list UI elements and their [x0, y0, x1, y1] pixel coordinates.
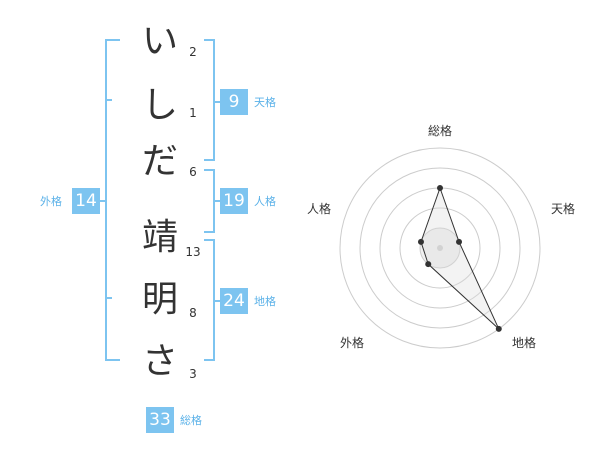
radar-ring: [399, 207, 481, 289]
stroke-count-6: 3: [189, 367, 197, 381]
radar-ring: [359, 167, 521, 329]
soukaku-score-badge: 33: [146, 407, 174, 433]
radar-label-jinkaku: 人格: [307, 202, 332, 216]
radar-center: [437, 245, 443, 251]
radar-point-gaikaku: [425, 261, 432, 268]
jinkaku-label: 人格: [254, 195, 276, 208]
radar-point-jinkaku: [417, 238, 424, 245]
stroke-count-3: 6: [189, 165, 197, 179]
tenkaku-bracket: [204, 39, 215, 161]
radar-points: [417, 185, 502, 332]
radar-label-chikaku: 地格: [512, 336, 537, 350]
name-char-3: だ: [141, 141, 178, 182]
tenkaku-label: 天格: [254, 96, 276, 109]
radar-point-chikaku: [495, 325, 502, 332]
stroke-count-2: 1: [189, 106, 197, 120]
name-char-2: し: [141, 85, 178, 126]
name-char-4: 靖: [141, 217, 178, 258]
radar-polygon: [420, 186, 500, 330]
gaikaku-score-badge: 14: [72, 188, 100, 214]
chikaku-score-badge: 24: [220, 288, 248, 314]
name-char-1: い: [141, 21, 178, 62]
stroke-count-4: 13: [185, 245, 201, 259]
radar-label-gaikaku: 外格: [340, 336, 365, 350]
name-char-6: さ: [141, 341, 178, 382]
chikaku-label: 地格: [254, 295, 276, 308]
radar-point-soukaku: [437, 185, 443, 191]
gaikaku-label: 外格: [40, 195, 62, 208]
jinkaku-score-badge: 19: [220, 188, 248, 214]
name-char-5: 明: [141, 279, 178, 320]
radar-point-tenkaku: [456, 238, 463, 245]
tenkaku-score-badge: 9: [220, 89, 248, 115]
radar-label-tenkaku: 天格: [551, 202, 576, 216]
radar-label-soukaku: 総格: [428, 124, 453, 138]
radar-ring: [339, 147, 541, 349]
soukaku-label: 総格: [180, 414, 202, 427]
stroke-count-1: 2: [189, 45, 197, 59]
stroke-count-5: 8: [189, 306, 197, 320]
radar-rings: [339, 147, 541, 349]
